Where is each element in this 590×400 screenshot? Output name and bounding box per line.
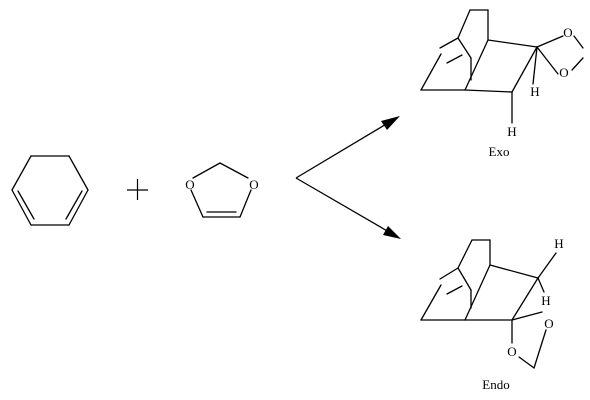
bond — [464, 264, 491, 321]
bond — [511, 311, 543, 321]
oxygen-atom-label: O — [544, 316, 553, 331]
bond — [11, 155, 32, 191]
oxygen-atom-label: O — [185, 177, 194, 192]
bond — [457, 239, 473, 269]
hydrogen-atom-label: H — [541, 293, 550, 308]
bond — [192, 162, 221, 179]
bond — [464, 39, 489, 91]
plus-sign — [127, 179, 148, 200]
endo-caption: Endo — [482, 377, 509, 392]
bond — [573, 35, 584, 49]
bond — [489, 264, 539, 279]
bond — [571, 57, 584, 71]
bond — [219, 162, 249, 179]
double-bond-inner — [446, 285, 463, 295]
bond — [536, 46, 559, 75]
arrowhead — [381, 116, 400, 130]
bond — [420, 284, 442, 321]
bond — [439, 37, 459, 49]
bond — [68, 155, 89, 191]
bond — [68, 189, 89, 226]
exo-product-structure: O O H H Exo — [420, 9, 584, 159]
reaction-arrows — [295, 116, 401, 239]
bond — [511, 277, 539, 321]
oxygen-atom-label: O — [559, 65, 568, 80]
dioxole-structure: O O — [185, 162, 259, 218]
bond — [533, 329, 547, 369]
arrowhead — [383, 226, 401, 239]
double-bond-inner — [446, 54, 463, 64]
bond — [487, 39, 538, 48]
bond — [11, 189, 32, 226]
arrow-to-exo — [295, 122, 389, 179]
bond — [457, 37, 472, 59]
arrow-to-endo — [295, 177, 390, 233]
bond — [536, 35, 564, 48]
bond — [537, 277, 545, 293]
bond — [457, 267, 472, 291]
exo-caption: Exo — [489, 144, 510, 159]
cyclohexadiene-structure — [11, 155, 89, 226]
hydrogen-atom-label: H — [554, 236, 563, 251]
oxygen-atom-label: O — [563, 25, 572, 40]
bond — [439, 267, 459, 280]
endo-product-structure: H H O O Endo — [420, 236, 564, 392]
bond — [420, 53, 442, 91]
bond — [190, 189, 204, 218]
bond — [518, 356, 535, 369]
double-bond-inner — [17, 190, 35, 220]
bond — [532, 46, 538, 85]
bond — [457, 9, 471, 39]
bond — [239, 189, 252, 218]
oxygen-atom-label: O — [249, 177, 258, 192]
bond — [464, 89, 513, 93]
hydrogen-atom-label: H — [507, 124, 516, 139]
double-bond-inner — [65, 190, 83, 220]
hydrogen-atom-label: H — [530, 84, 539, 99]
bond — [511, 46, 538, 93]
oxygen-atom-label: O — [507, 344, 516, 359]
bond — [537, 252, 557, 279]
